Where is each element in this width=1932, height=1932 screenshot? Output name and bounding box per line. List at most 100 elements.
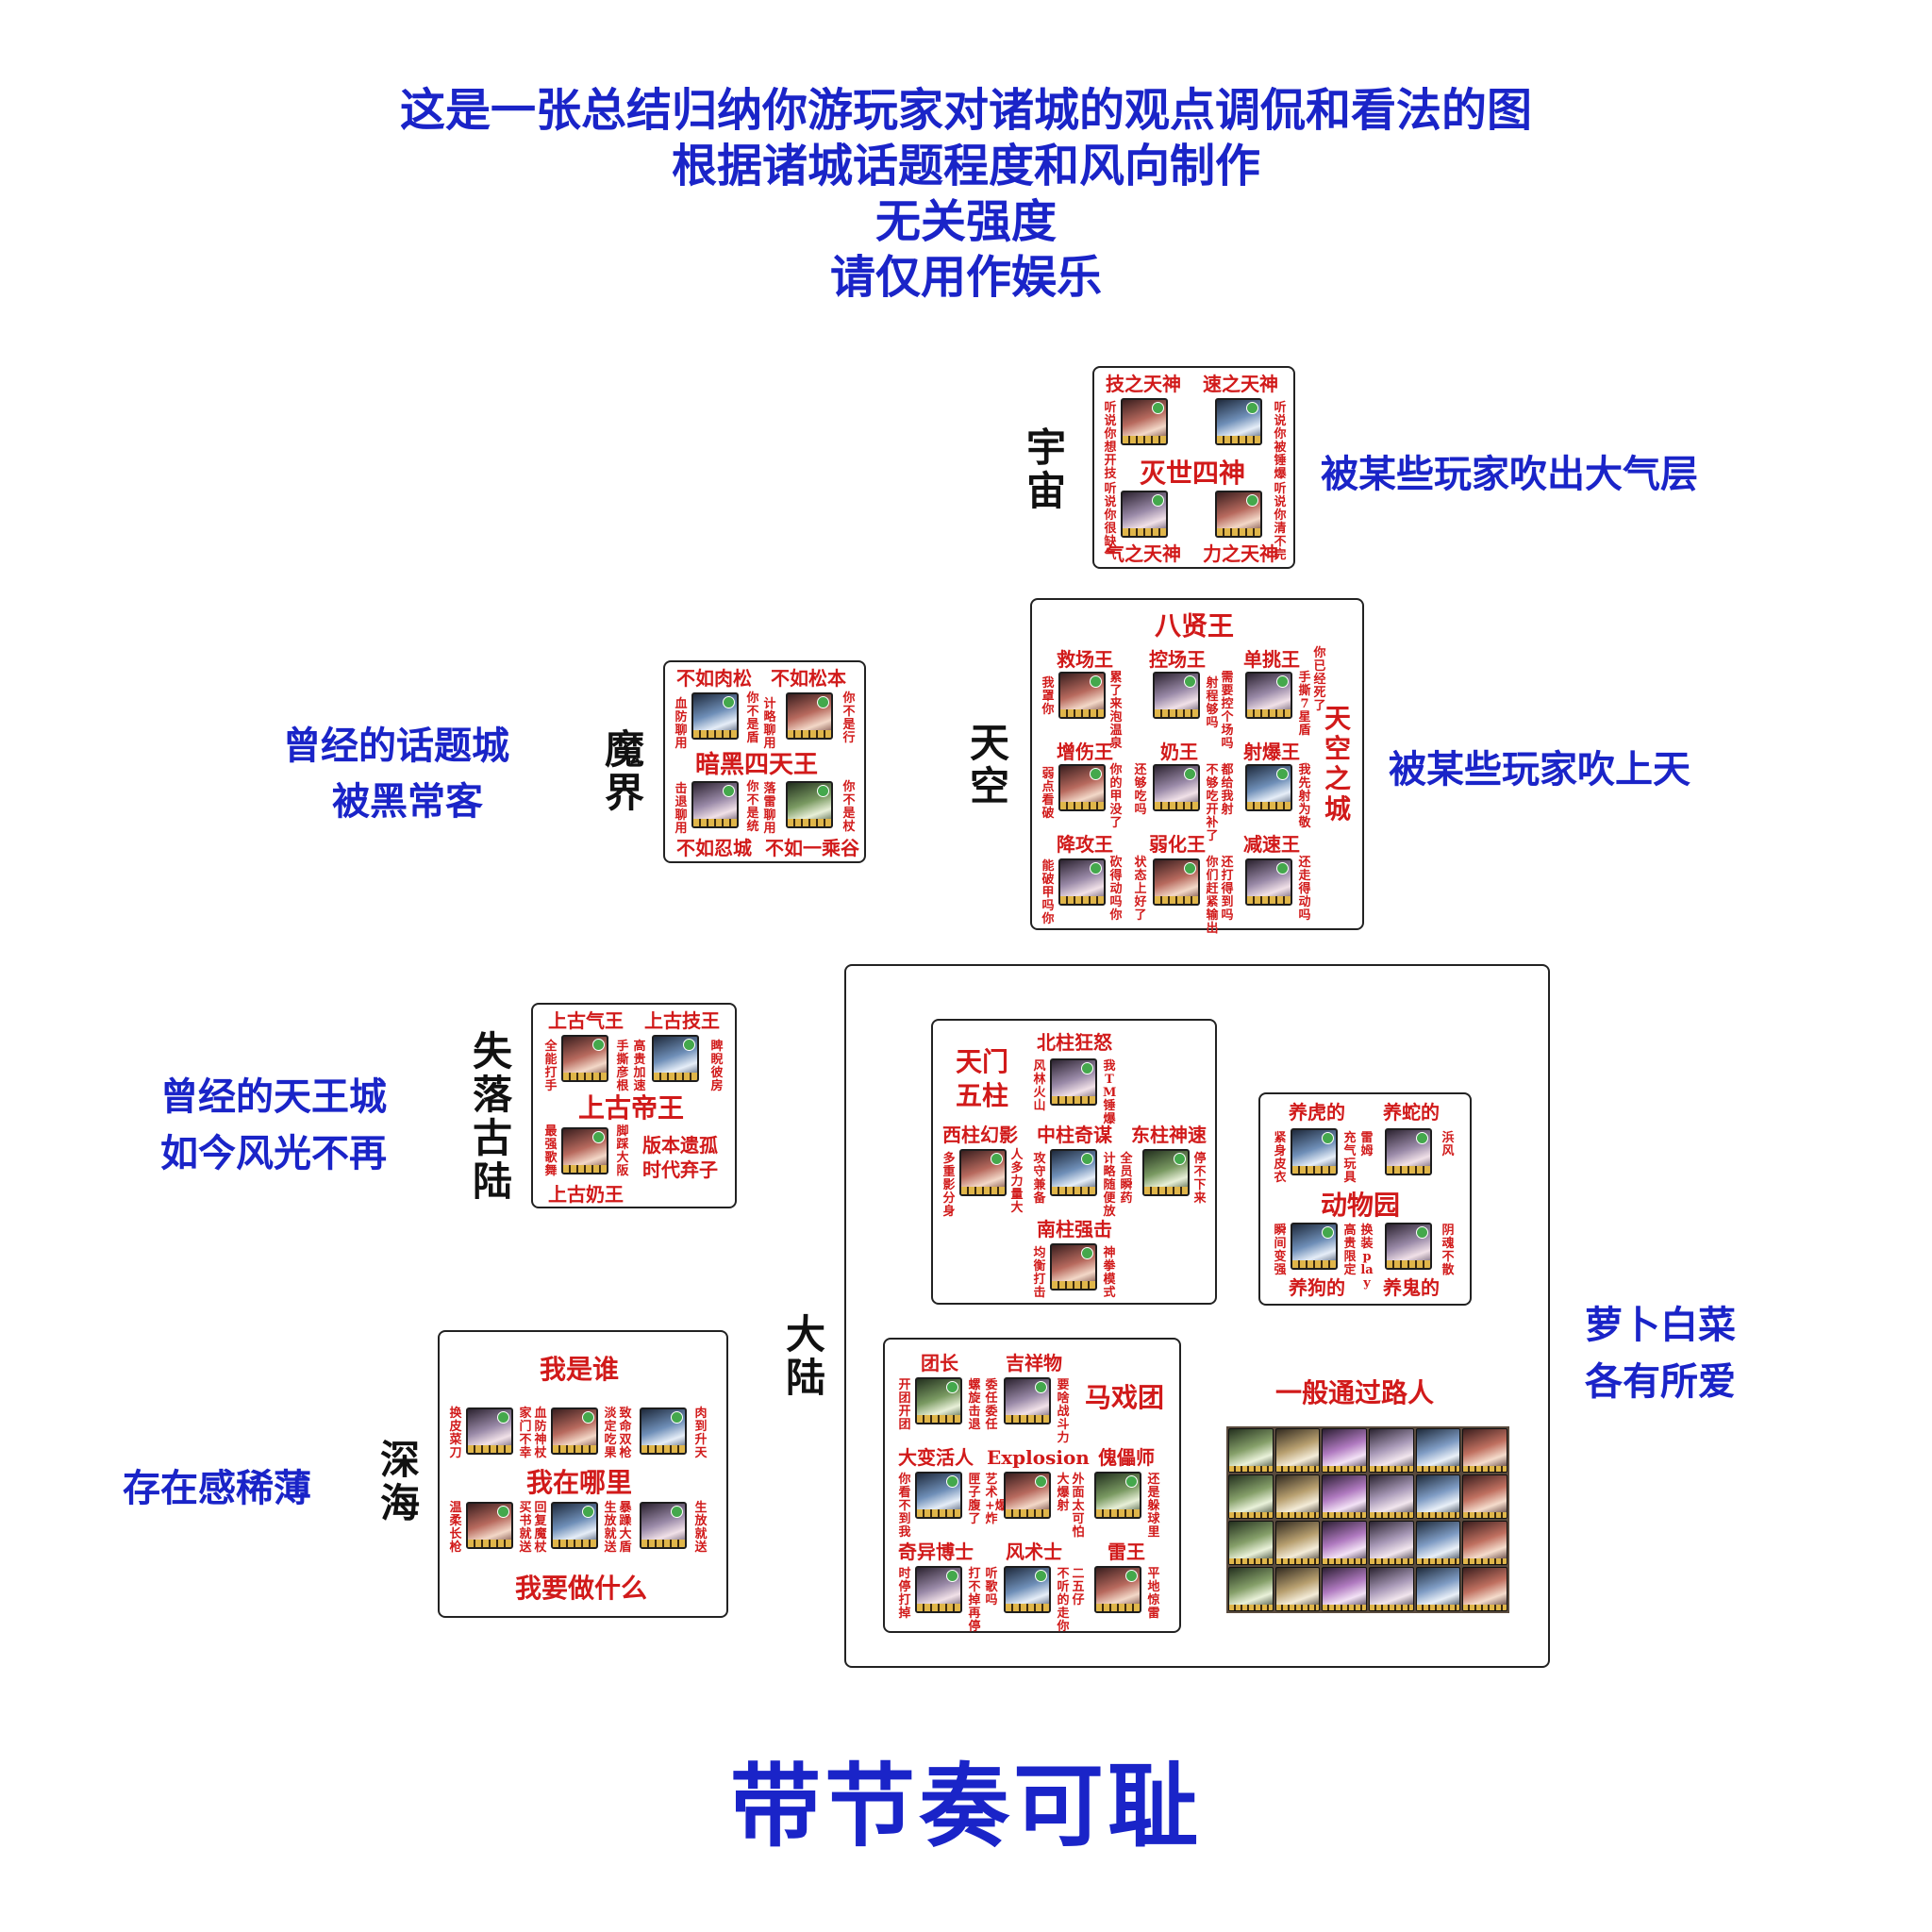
passerby-portrait: [1228, 1567, 1274, 1611]
character-portrait: [1385, 1223, 1432, 1270]
universe-box: 技之天神 速之天神 听说你想开技 听说你被锤爆 灭世四神 听说你很缺气 听说你清…: [1092, 366, 1295, 569]
member-quote: 时停打掉: [898, 1567, 911, 1621]
character-portrait: [1385, 1128, 1432, 1175]
lost-caption-1: 曾经的天王城: [160, 1074, 387, 1119]
pillar-quote: 计略随便放: [1103, 1152, 1116, 1219]
king-quote: 你不是杖: [842, 780, 856, 834]
tenmon-box: 天门 五柱 北柱狂怒 风林火山 我TM锤爆 西柱幻影 多重影分身 人多力量大 中…: [931, 1019, 1217, 1305]
member-name: 大变活人: [898, 1446, 974, 1469]
character-portrait: [691, 781, 739, 828]
header-line-3: 无关强度: [874, 195, 1057, 248]
character-portrait: [1245, 858, 1292, 906]
king-name: 不如松本: [771, 667, 846, 690]
deepsea-label: 深海: [379, 1437, 420, 1526]
lost-extra: 版本遗孤 时代弃子: [642, 1134, 718, 1181]
passerby-portrait: [1274, 1567, 1321, 1611]
keeper-quote: 高贵限定: [1343, 1224, 1357, 1277]
character-portrait: [1058, 672, 1106, 719]
pillar-quote: 攻守兼备: [1033, 1152, 1046, 1206]
member-quote: 外面太可怕: [1072, 1473, 1085, 1540]
member-quote: 大爆射: [1057, 1473, 1070, 1513]
header-line-4: 请仅用作娱乐: [829, 251, 1102, 304]
keeper-name: 养虎的: [1289, 1101, 1345, 1124]
deepsea-quote: 血防神杖: [534, 1407, 547, 1460]
deepsea-quote: 家门不幸: [519, 1407, 532, 1460]
character-portrait: [1004, 1472, 1051, 1519]
keeper-name: 养狗的: [1289, 1276, 1345, 1299]
header-line-2: 根据诸城话题程度和风向制作: [671, 140, 1260, 192]
king-name: 增伤王: [1057, 741, 1113, 763]
passerby-portrait: [1415, 1474, 1461, 1519]
character-portrait: [1215, 491, 1262, 538]
demon-caption-1: 曾经的话题城: [283, 724, 509, 768]
king-quote: 还走得动吗: [1298, 856, 1311, 923]
god-quote: 听说你清不完: [1274, 482, 1287, 562]
king-quote: 需要控个场吗: [1221, 671, 1234, 751]
character-portrait: [691, 692, 739, 740]
member-quote: 不听的走你: [1057, 1567, 1070, 1634]
member-name: 傀儡师: [1098, 1446, 1155, 1469]
passerby-portrait: [1369, 1474, 1414, 1519]
keeper-quote: 雷姆: [1360, 1131, 1374, 1158]
passerby-portrait: [1369, 1428, 1414, 1473]
king-name: 不如忍城: [676, 837, 752, 859]
passerby-portrait: [1274, 1428, 1321, 1473]
member-name: 风术士: [1006, 1541, 1062, 1563]
king-quote: 我罩你: [1041, 676, 1055, 717]
member-quote: 平地惊雷: [1147, 1567, 1160, 1621]
pillar-quote: 人多力量大: [1010, 1148, 1024, 1215]
god-name: 速之天神: [1203, 373, 1278, 395]
deepsea-caption: 存在感稀薄: [123, 1466, 311, 1510]
demon-title: 暗黑四天王: [695, 751, 819, 779]
demon-caption-2: 被黑常客: [332, 779, 483, 824]
character-portrait: [1121, 491, 1168, 538]
member-quote: 你看不到我: [898, 1473, 911, 1540]
king-quote: 你们赶紧输出: [1206, 856, 1219, 936]
pillar-quote: 停不下来: [1193, 1152, 1207, 1206]
member-quote: 委任委任: [985, 1378, 998, 1432]
universe-caption: 被某些玩家吹出大气层: [1321, 452, 1698, 496]
passerby-portrait: [1415, 1521, 1461, 1565]
keeper-quote: 浜风: [1441, 1131, 1455, 1158]
deepsea-box: 我是谁 换皮菜刀 家门不幸 血防神杖 淡定吃果 致命双枪 肉到升天 我在哪里 温…: [438, 1330, 728, 1618]
sky-box: 八贤王 天空之城 救场王 控场王 单挑王 我罩你 累了来泡温泉 射程够吗 需要控…: [1030, 598, 1364, 936]
king-name: 减速王: [1243, 833, 1300, 856]
character-portrait: [1153, 858, 1200, 906]
character-portrait: [551, 1407, 598, 1455]
member-name: 奇异博士: [898, 1541, 974, 1563]
keeper-quote: 瞬间变强: [1274, 1224, 1287, 1277]
passersby-grid: [1226, 1426, 1509, 1613]
pillar-quote: 我TM锤爆: [1103, 1059, 1117, 1126]
king-name: 降攻王: [1057, 833, 1113, 856]
character-portrait: [1245, 672, 1292, 719]
king-quote: 全能打手: [544, 1040, 558, 1093]
pillar-quote: 均衡打击: [1033, 1246, 1046, 1300]
character-portrait: [786, 781, 833, 828]
deepsea-quote: 买书就送: [519, 1501, 532, 1555]
character-portrait: [1058, 764, 1106, 811]
character-portrait: [1142, 1149, 1190, 1196]
passerby-portrait: [1274, 1521, 1321, 1565]
keeper-name: 养鬼的: [1383, 1276, 1440, 1299]
lost-title: 上古帝王: [578, 1092, 685, 1124]
header-line-1: 这是一张总结归纳你游玩家对诸城的观点调侃和看法的图: [399, 84, 1532, 137]
passerby-portrait: [1462, 1428, 1507, 1473]
deepsea-title-3: 我要做什么: [515, 1573, 648, 1604]
character-portrait: [1004, 1377, 1051, 1424]
character-portrait: [551, 1502, 598, 1549]
member-quote: 二五仔: [1072, 1567, 1085, 1607]
deepsea-quote: 生放就送: [604, 1501, 617, 1555]
king-name: 不如肉松: [676, 667, 752, 690]
passerby-portrait: [1228, 1521, 1274, 1565]
member-name: 团长: [921, 1352, 958, 1374]
character-portrait: [1153, 672, 1200, 719]
character-portrait: [640, 1502, 687, 1549]
deepsea-quote: 淡定吃果: [604, 1407, 617, 1460]
king-quote: 高贵加速: [633, 1040, 646, 1093]
character-portrait: [466, 1407, 513, 1455]
character-portrait: [466, 1502, 513, 1549]
king-quote: 弱点看破: [1041, 767, 1055, 821]
king-quote: 还够吃吗: [1134, 763, 1147, 817]
lost-box: 上古气王 上古技王 全能打手 手撕彦根 高贵加速 睥睨彼房 上古帝王 最强歌舞 …: [531, 1003, 737, 1208]
passersby-title: 一般通过路人: [1275, 1377, 1435, 1408]
